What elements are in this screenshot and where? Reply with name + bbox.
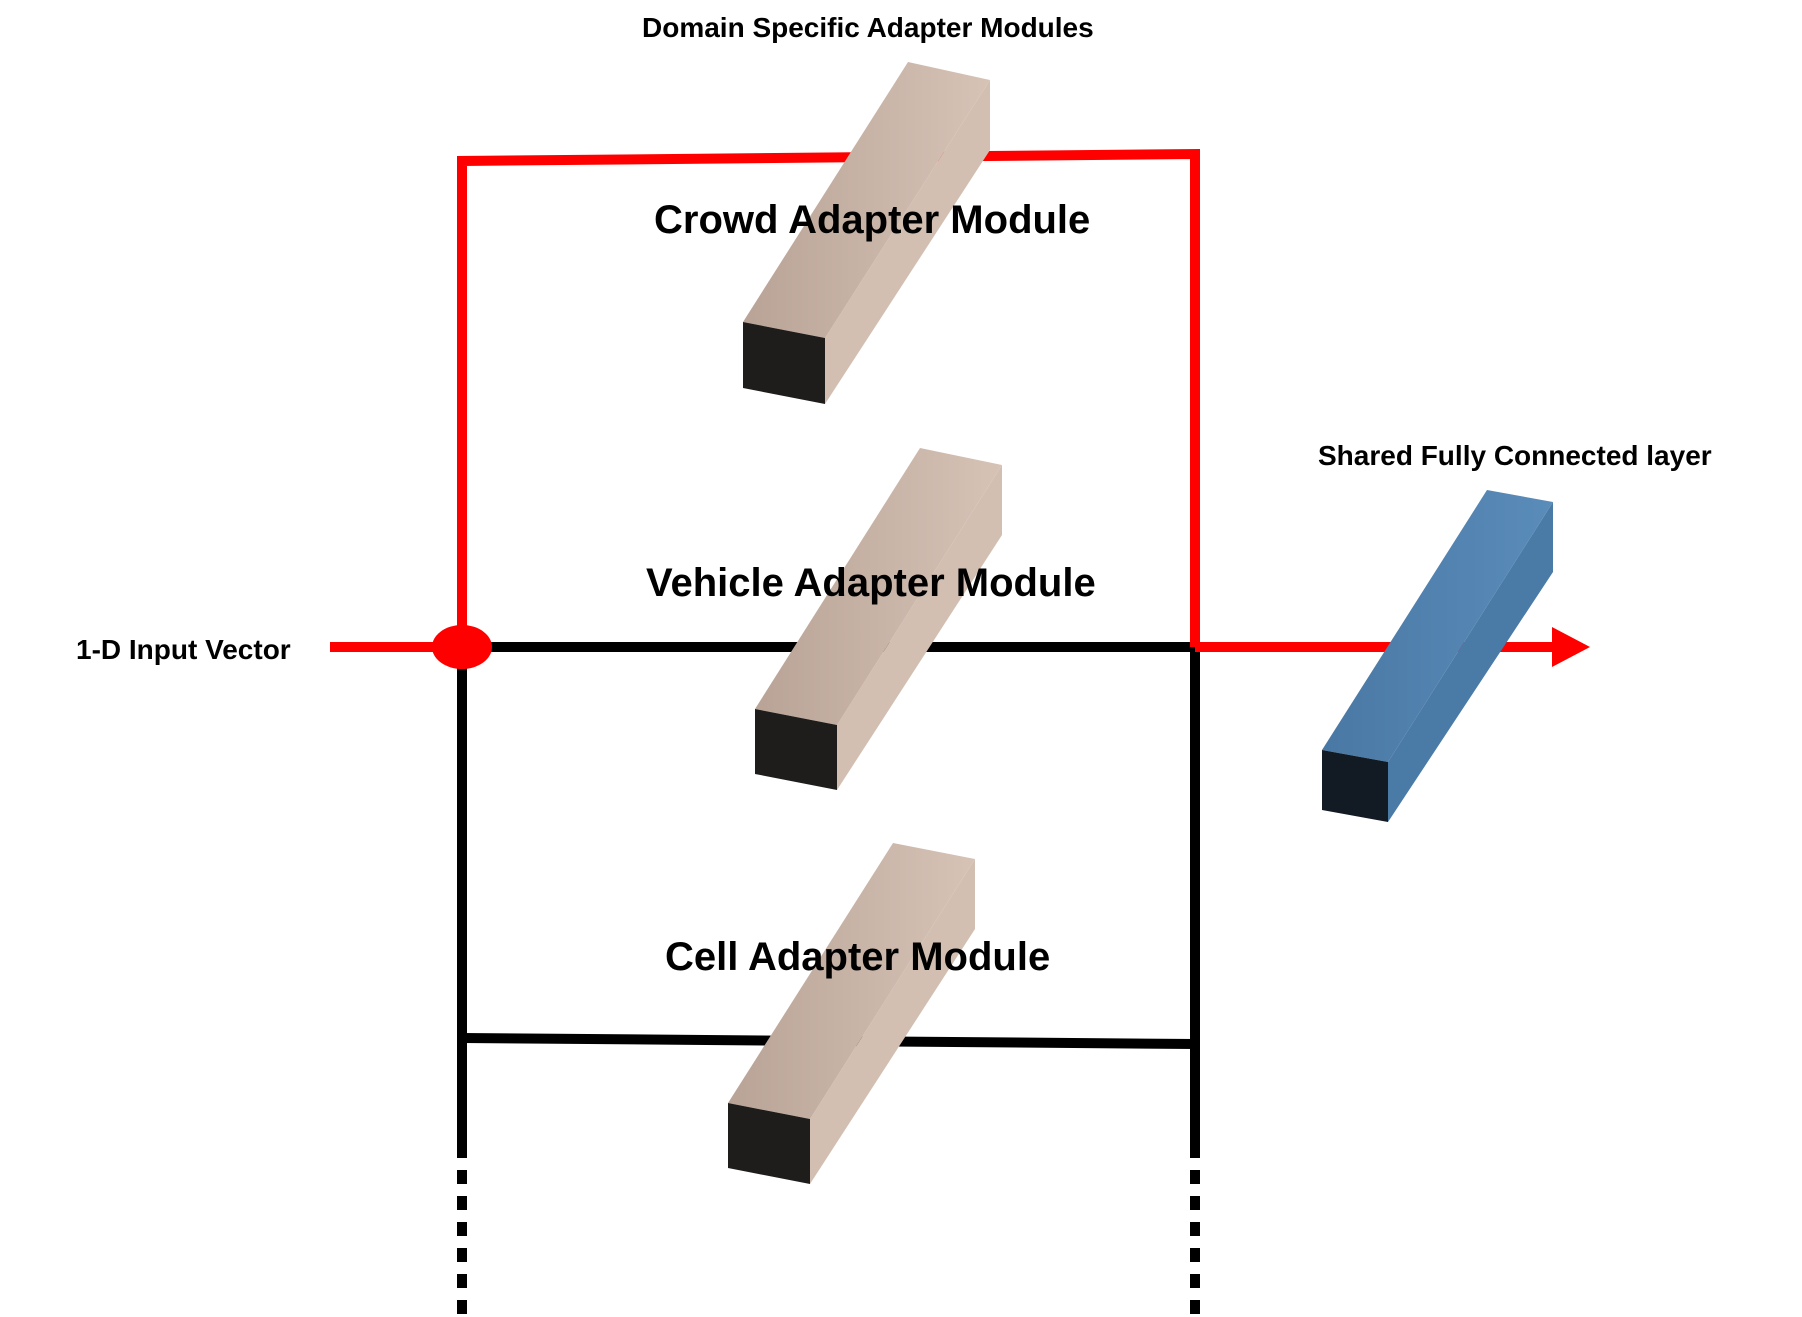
shared-layer-label: Shared Fully Connected layer <box>1318 440 1712 471</box>
block-side-face <box>825 80 990 404</box>
shared-layer-block <box>1322 490 1553 822</box>
block-end-face <box>743 322 825 404</box>
block-side-face <box>1388 502 1553 822</box>
crowd-module-label: Crowd Adapter Module <box>654 198 1091 242</box>
block-side-face <box>810 859 975 1184</box>
vehicle-module-label: Vehicle Adapter Module <box>646 561 1096 605</box>
input-vector-label: 1-D Input Vector <box>76 634 291 665</box>
junction-node <box>432 625 492 669</box>
block-side-face <box>837 465 1002 790</box>
block-end-face <box>1322 750 1388 822</box>
block-top-face <box>755 448 1002 725</box>
cell-adapter-block <box>728 843 975 1184</box>
block-end-face <box>755 709 837 790</box>
block-top-face <box>1322 490 1553 762</box>
block-end-face <box>728 1103 810 1184</box>
crowd-adapter-block <box>743 62 990 404</box>
cell-module-label: Cell Adapter Module <box>665 935 1051 979</box>
crowd-path-line <box>457 148 1200 647</box>
domain-modules-title: Domain Specific Adapter Modules <box>642 12 1094 43</box>
vehicle-adapter-block <box>755 448 1002 790</box>
block-top-face <box>743 62 990 338</box>
output-arrowhead-icon <box>1552 627 1590 667</box>
block-top-face <box>728 843 975 1119</box>
